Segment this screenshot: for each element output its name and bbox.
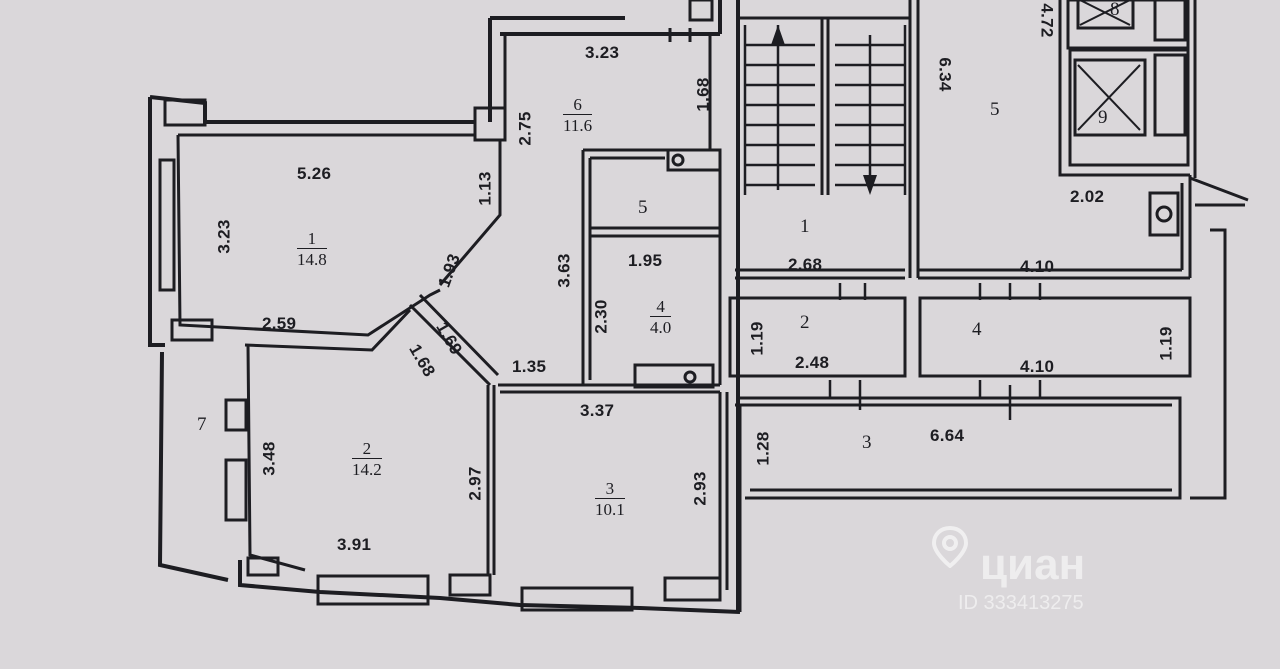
building-common-walls [728, 0, 1249, 612]
room-4-number: 4 [650, 298, 672, 317]
dim-corridor4-right: 1.19 [1156, 326, 1176, 361]
dim-corridor2-left: 1.19 [747, 321, 767, 356]
common-area-1-number: 1 [800, 216, 810, 237]
dim-room3-top: 3.37 [580, 401, 615, 420]
dim-common5-bottom: 2.02 [1070, 187, 1105, 206]
room-2-area: 14.2 [352, 460, 382, 479]
dim-room1-top: 5.26 [297, 164, 332, 183]
dim-room2-bottom: 3.91 [337, 535, 372, 554]
dim-corridor3-height: 1.28 [753, 431, 773, 466]
room-1-area: 14.8 [297, 250, 327, 269]
dim-stair-width: 2.68 [788, 255, 823, 274]
room-2-label: 2 14.2 [352, 440, 382, 478]
room-4-area: 4.0 [650, 318, 672, 337]
dim-corridor2-width: 2.48 [795, 353, 830, 372]
common-area-4-number: 4 [972, 319, 982, 340]
dim-room6-mid: 3.63 [554, 253, 574, 288]
common-area-5-number: 5 [990, 99, 1000, 120]
dim-common5-height: 6.34 [935, 57, 955, 92]
elevator-9-number: 9 [1098, 107, 1108, 128]
room-6-number: 6 [563, 96, 593, 115]
door-marks [828, 283, 1042, 420]
room-6-label: 6 11.6 [563, 96, 593, 135]
room-1-label: 1 14.8 [297, 230, 327, 268]
dim-room2-left: 3.48 [259, 441, 279, 476]
dim-room2-right: 2.97 [465, 466, 485, 501]
dim-room6-top: 3.23 [585, 43, 620, 62]
dim-room1-right: 1.13 [475, 171, 495, 206]
watermark-id: ID 333413275 [958, 592, 1084, 614]
elevator-8-number: 8 [1110, 0, 1120, 20]
watermark-logo-icon [928, 524, 972, 569]
apartment-interior-walls [158, 0, 729, 612]
room-5-number: 5 [638, 197, 648, 218]
room-6-area: 11.6 [563, 116, 593, 135]
room-3-label: 3 10.1 [595, 480, 625, 518]
elevator-shaft-marks [1077, 0, 1141, 131]
dim-room1-left: 3.23 [214, 219, 234, 254]
room-3-number: 3 [595, 480, 625, 499]
room-3-area: 10.1 [595, 500, 625, 519]
dim-corridor4-top: 4.10 [1020, 257, 1055, 276]
dim-room6-right: 1.68 [693, 77, 713, 112]
room-7-number: 7 [197, 414, 207, 435]
stair-arrows [771, 25, 877, 195]
dim-hall-bottom: 1.35 [512, 357, 547, 376]
dim-corridor3-width: 6.64 [930, 426, 965, 445]
arrow-up-icon [771, 25, 785, 45]
common-area-2-number: 2 [800, 312, 810, 333]
dim-shaft-height: 4.72 [1037, 3, 1057, 38]
room-2-number: 2 [352, 440, 382, 459]
dim-room3-right: 2.93 [690, 471, 710, 506]
room-1-number: 1 [297, 230, 327, 249]
dim-room4-left: 2.30 [591, 299, 611, 334]
room-4-label: 4 4.0 [650, 298, 672, 337]
dim-room4-top: 1.95 [628, 251, 663, 270]
dim-room1-bottom: 2.59 [262, 314, 297, 333]
dim-room6-left: 2.75 [515, 111, 535, 146]
staircase-steps [743, 25, 907, 195]
arrow-down-icon [863, 175, 877, 195]
common-area-3-number: 3 [862, 432, 872, 453]
dim-corridor4-bottom: 4.10 [1020, 357, 1055, 376]
watermark-brand: циан [980, 540, 1086, 589]
